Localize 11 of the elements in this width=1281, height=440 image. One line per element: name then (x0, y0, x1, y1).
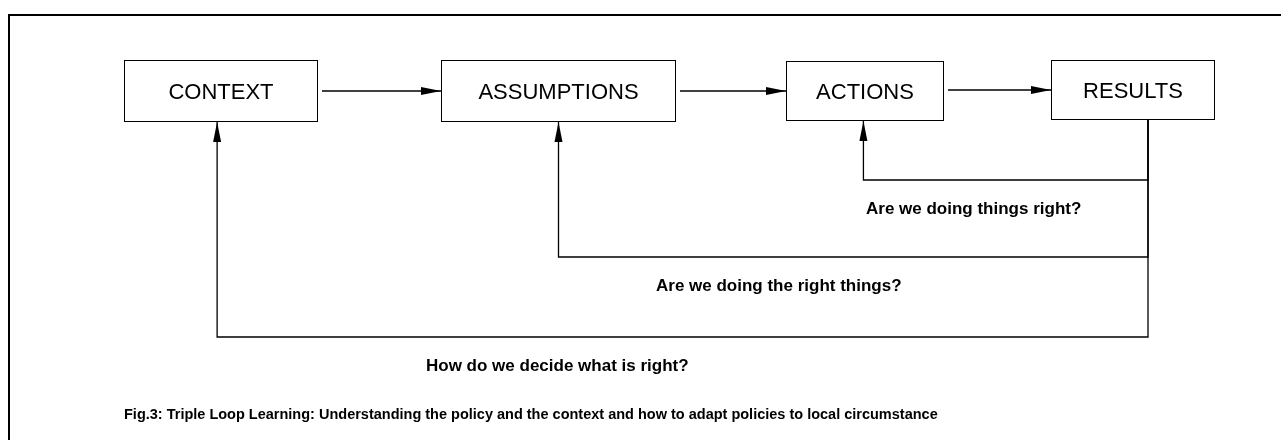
process-box: CONTEXT (124, 60, 318, 122)
process-box: ASSUMPTIONS (441, 60, 676, 122)
arrow (859, 119, 1149, 181)
arrow (321, 87, 442, 95)
process-box: RESULTS (1051, 60, 1215, 120)
arrow (947, 86, 1052, 94)
arrow (554, 119, 1149, 258)
arrow (679, 87, 787, 95)
process-box: ACTIONS (786, 61, 944, 121)
arrow (213, 119, 1149, 338)
figure-caption: Fig.3: Triple Loop Learning: Understanding the policy and the context and how to adapt policies to local circumstance (124, 405, 938, 424)
